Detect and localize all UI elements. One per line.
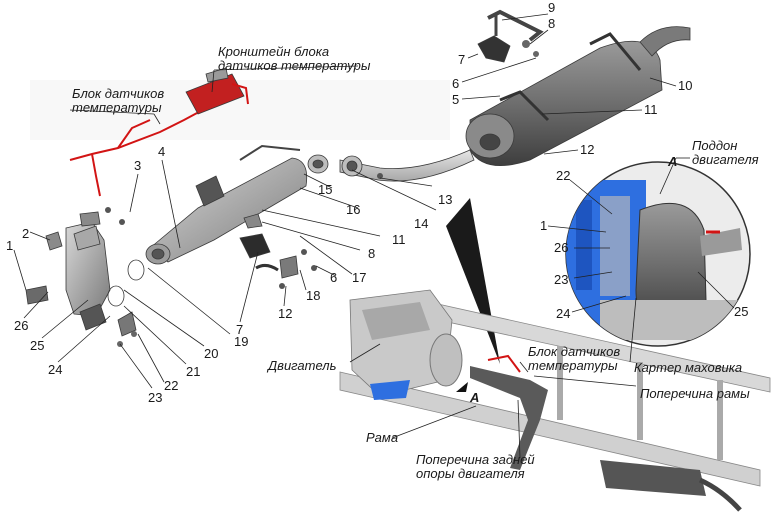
- callout-9: 9: [548, 0, 555, 15]
- muffler-bracket: [487, 9, 544, 42]
- view-arrow-icon: [456, 382, 468, 392]
- intermediate-pipe: [307, 149, 475, 182]
- callout-26: 26: [14, 318, 28, 333]
- inset-callout-25: 25: [734, 304, 748, 319]
- temperature-sensor-harness: [69, 67, 249, 197]
- manifold-catalyst: [65, 207, 125, 331]
- callout-11a: 11: [644, 102, 658, 117]
- manifold-fittings: [25, 231, 145, 347]
- callout-13: 13: [438, 192, 452, 207]
- inset-callout-1: 1: [540, 218, 547, 233]
- callout-12b: 12: [278, 306, 292, 321]
- label-rear-crossmember-line2: опоры двигателя: [416, 466, 525, 481]
- label-flywheel-housing: Картер маховика: [634, 360, 742, 375]
- inset-callout-26: 26: [554, 240, 568, 255]
- text-labels: Кронштейн блока датчиков температуры Бло…: [72, 44, 759, 481]
- callout-18: 18: [306, 288, 320, 303]
- label-sensor-block-line2: температуры: [72, 100, 162, 115]
- callout-2: 2: [22, 226, 29, 241]
- callout-20: 20: [204, 346, 218, 361]
- label-engine: Двигатель: [266, 358, 337, 373]
- callout-6b: 6: [330, 270, 337, 285]
- callout-5: 5: [452, 92, 459, 107]
- callout-6a: 6: [452, 76, 459, 91]
- callout-25: 25: [30, 338, 44, 353]
- callout-24: 24: [48, 362, 62, 377]
- callout-1: 1: [6, 238, 13, 253]
- label-sensor-block-line1: Блок датчиков: [72, 86, 164, 101]
- label-oil-pan-line2: двигателя: [692, 152, 759, 167]
- callout-21: 21: [186, 364, 200, 379]
- callout-17: 17: [352, 270, 366, 285]
- label-frame-crossmember: Поперечина рамы: [640, 386, 750, 401]
- particulate-filter: [145, 144, 308, 265]
- inset-callout-24: 24: [556, 306, 570, 321]
- inset-callout-22: 22: [556, 168, 570, 183]
- callout-7a: 7: [458, 52, 465, 67]
- callout-22: 22: [164, 378, 178, 393]
- callout-19: 19: [234, 334, 248, 349]
- label-frame: Рама: [366, 430, 398, 445]
- callout-3: 3: [134, 158, 141, 173]
- callout-14: 14: [414, 216, 428, 231]
- label-view-a: А: [667, 154, 677, 169]
- callout-10: 10: [678, 78, 692, 93]
- leader-lines: [13, 13, 735, 459]
- label-oil-pan-line1: Поддон: [692, 138, 737, 153]
- inset-callout-23: 23: [554, 272, 568, 287]
- callout-23: 23: [148, 390, 162, 405]
- label-rear-crossmember-line1: Поперечина задней: [416, 452, 535, 467]
- label-view-a-arrow: А: [469, 390, 479, 405]
- callout-4: 4: [158, 144, 165, 159]
- callout-11b: 11: [392, 232, 406, 247]
- callout-8b: 8: [368, 246, 375, 261]
- callout-15: 15: [318, 182, 332, 197]
- callout-7b: 7: [236, 322, 243, 337]
- label-bracket-block-line1: Кронштейн блока: [218, 44, 329, 59]
- dpf-brackets: [239, 213, 317, 289]
- rubber-mount-upper: [477, 35, 539, 63]
- muffler: [465, 26, 691, 166]
- callout-12a: 12: [580, 142, 594, 157]
- label-sensor-block-2-line2: температуры: [528, 358, 618, 373]
- callout-numbers: 9 8 7 6 5 10 11 12 3 4 15 16 13 14 11 8 …: [6, 0, 748, 405]
- inset-view-a: [565, 161, 751, 347]
- vehicle-assembly: [339, 289, 771, 512]
- callout-8: 8: [548, 16, 555, 31]
- label-bracket-block-line2: датчиков температуры: [218, 58, 371, 73]
- label-sensor-block-2-line1: Блок датчиков: [528, 344, 620, 359]
- callout-16: 16: [346, 202, 360, 217]
